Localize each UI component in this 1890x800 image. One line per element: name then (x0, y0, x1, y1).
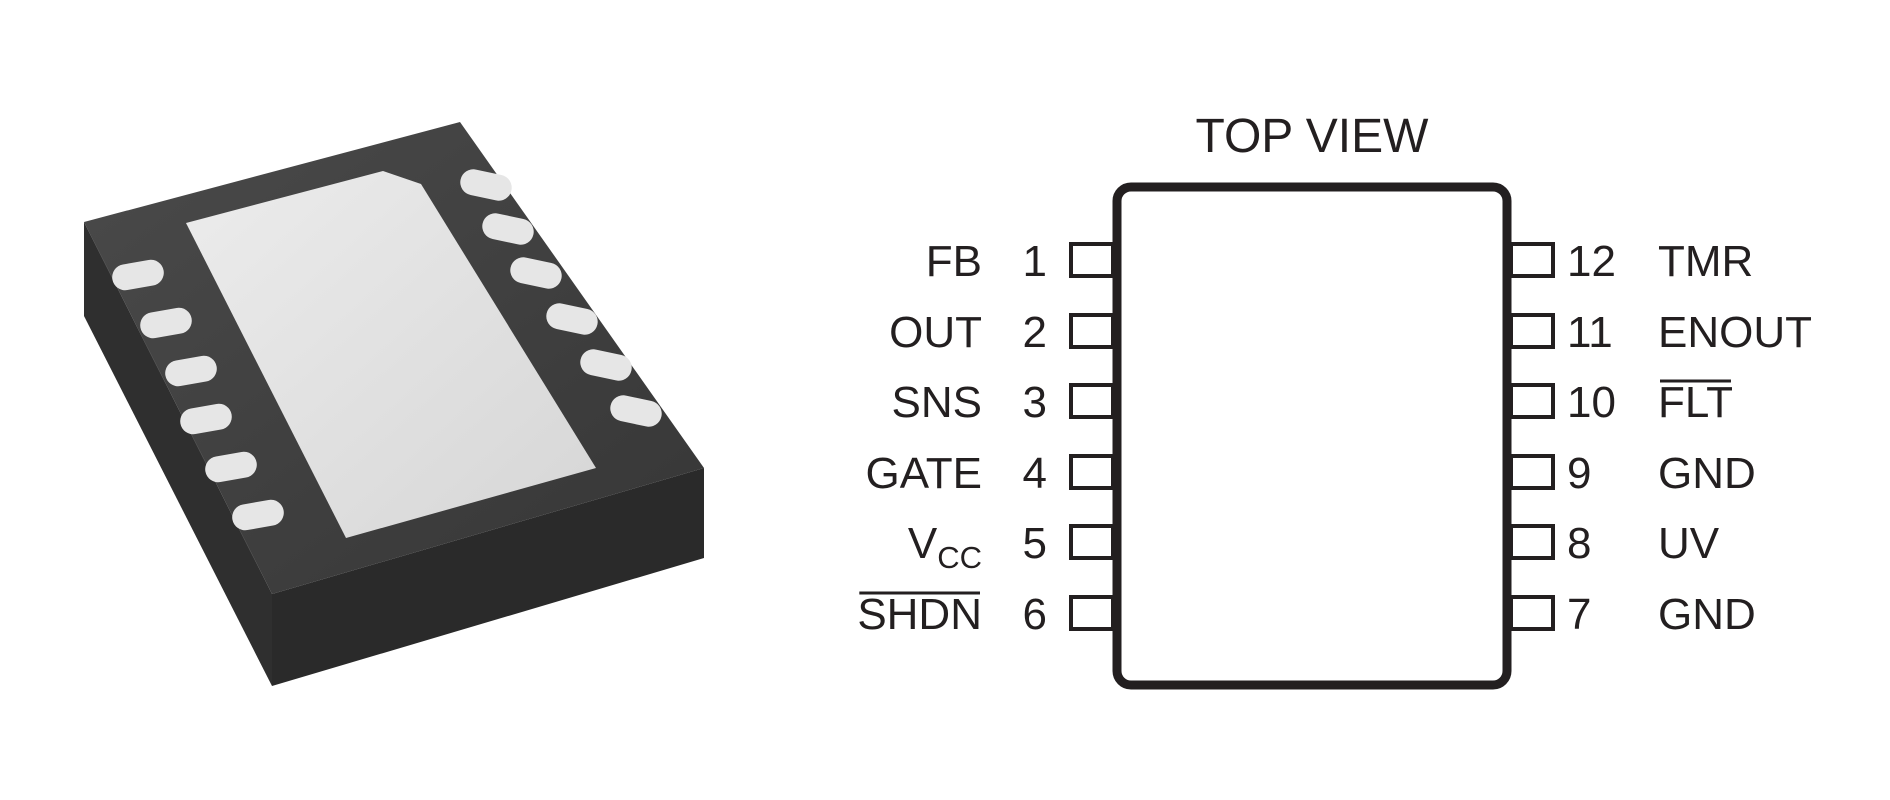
package-pin (205, 451, 257, 483)
pin-number: 9 (1567, 449, 1591, 498)
pin-number: 12 (1567, 237, 1616, 286)
pin-label: GATE (865, 449, 982, 498)
package-side-left (84, 222, 272, 686)
pin-stub (1069, 383, 1115, 419)
pin-number: 5 (1023, 519, 1047, 568)
package-pin (140, 307, 192, 339)
pin-number: 6 (1023, 590, 1047, 639)
pin-stub (1069, 313, 1115, 349)
pin-label: GND (1658, 590, 1756, 639)
pin-label: OUT (889, 308, 982, 357)
package-pin (510, 257, 562, 289)
pin-number: 3 (1023, 378, 1047, 427)
pin-label: VCC (908, 519, 982, 575)
pin-number: 11 (1567, 308, 1613, 357)
pin-number: 8 (1567, 519, 1591, 568)
pin-label: SNS (892, 378, 982, 427)
pin-label: SHDN (857, 590, 982, 639)
pin-stub (1509, 242, 1555, 278)
pin-stub (1509, 454, 1555, 490)
pin-stub (1069, 595, 1115, 631)
chip-package-3d (84, 122, 704, 686)
pin-number: 10 (1567, 378, 1616, 427)
pin-stub (1509, 524, 1555, 560)
pin-stub (1509, 313, 1555, 349)
package-pin (460, 169, 512, 201)
package-pin (482, 213, 534, 245)
package-pin (180, 403, 232, 435)
pin-number: 7 (1567, 590, 1591, 639)
pin-label: ENOUT (1658, 308, 1812, 357)
pin-label: FLT (1658, 378, 1733, 427)
package-pins-right (460, 169, 662, 427)
pin-stub (1069, 454, 1115, 490)
package-pin (112, 259, 164, 291)
package-pin (610, 395, 662, 427)
exposed-pad (186, 171, 596, 538)
pin-stub (1069, 242, 1115, 278)
pin-stub (1509, 595, 1555, 631)
package-pin (580, 349, 632, 381)
pin-label: TMR (1658, 237, 1753, 286)
diagram-title: TOP VIEW (1196, 110, 1430, 163)
pin-stub (1509, 383, 1555, 419)
pin-label: FB (926, 237, 982, 286)
pin-label: GND (1658, 449, 1756, 498)
package-pin (165, 355, 217, 387)
pin-label-subscript: CC (937, 540, 982, 575)
package-pin (232, 499, 284, 531)
package-side-front (272, 468, 704, 686)
pinout-diagram: TOP VIEW 1 FB 2 OUT 3 SNS 4 GATE 5 VCC 6 SHDN 12 TMR… (857, 110, 1812, 690)
pin-number: 1 (1023, 237, 1047, 286)
left-pin-column: 1 FB 2 OUT 3 SNS 4 GATE 5 VCC 6 SHDN (857, 237, 1115, 639)
package-pin (546, 303, 598, 335)
pin-number: 2 (1023, 308, 1047, 357)
pin-label: UV (1658, 519, 1720, 568)
package-pins-left (112, 259, 284, 531)
pin-stub (1069, 524, 1115, 560)
pin-number: 4 (1023, 449, 1047, 498)
chip-body-outline (1112, 182, 1512, 690)
